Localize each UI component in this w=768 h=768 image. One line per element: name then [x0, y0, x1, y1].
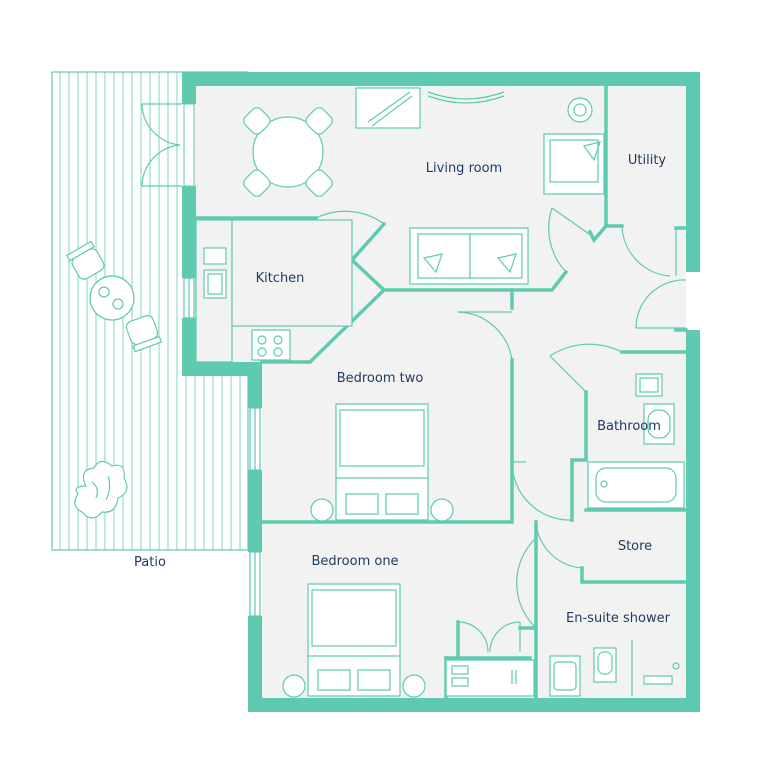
room-labels: Living room Utility Kitchen Bedroom two …: [134, 153, 671, 626]
label-bathroom: Bathroom: [597, 419, 661, 434]
bedroom-two-furniture: [310, 403, 454, 522]
patio-door: [141, 103, 195, 187]
label-living-room: Living room: [426, 161, 502, 176]
label-ensuite: En-suite shower: [566, 611, 671, 626]
label-bedroom-one: Bedroom one: [311, 554, 398, 569]
dining-chair: [305, 107, 333, 135]
label-patio: Patio: [134, 555, 166, 570]
label-store: Store: [618, 539, 652, 554]
dining-chair: [305, 169, 333, 197]
label-bedroom-two: Bedroom two: [337, 371, 424, 386]
bedroom-one-furniture: [282, 583, 535, 698]
dining-chair: [243, 107, 271, 135]
living-furniture: [243, 87, 605, 285]
bathroom-fittings: [587, 373, 685, 509]
patio-furniture: [66, 240, 163, 519]
kitchen-fittings: [195, 219, 353, 363]
ensuite-fittings: [549, 640, 680, 697]
windows: [183, 272, 698, 617]
dining-chair: [243, 169, 271, 197]
exterior-walls: [182, 72, 700, 712]
label-kitchen: Kitchen: [256, 271, 305, 286]
doors: [315, 207, 687, 653]
label-utility: Utility: [628, 153, 667, 168]
